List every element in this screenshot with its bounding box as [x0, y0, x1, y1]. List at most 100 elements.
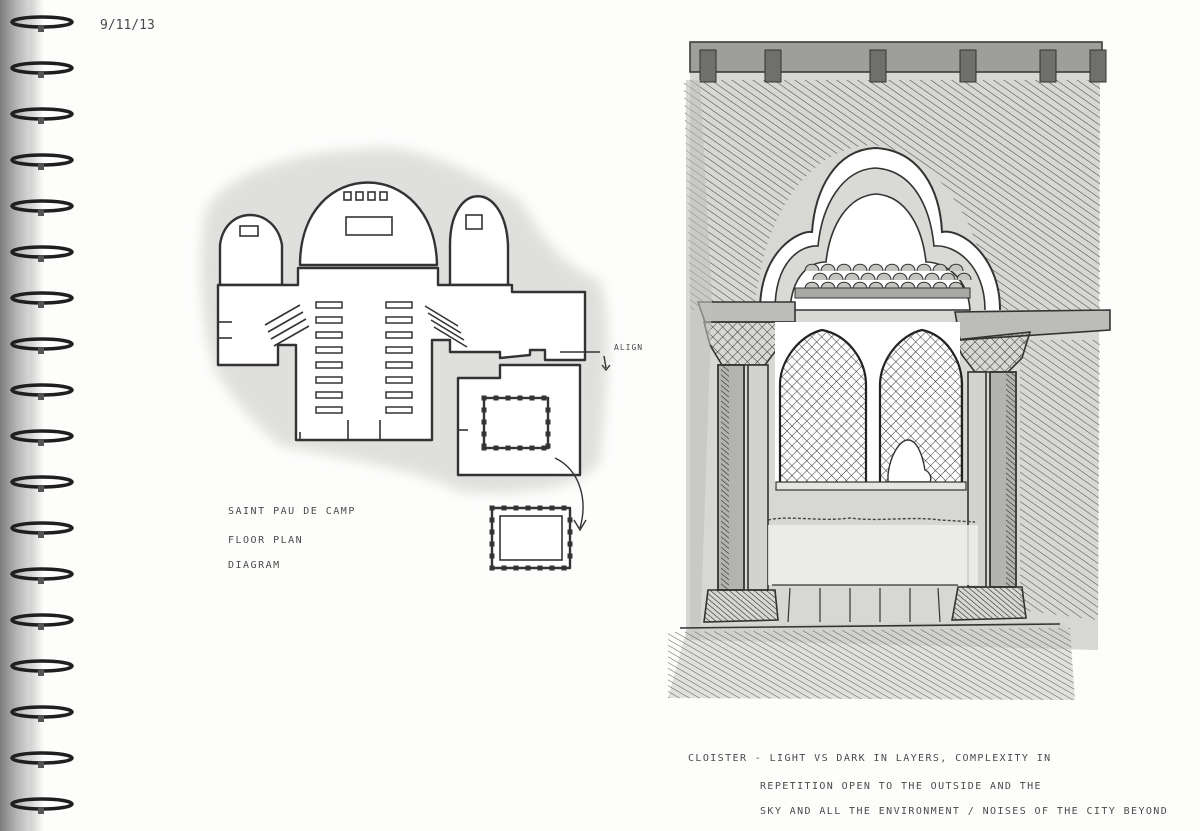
binding-hole [38, 210, 44, 216]
roof-tiles [804, 263, 972, 290]
arcade-pier [513, 565, 519, 571]
roof-tile [932, 263, 948, 272]
left-edge-shadow [686, 80, 712, 640]
binding-hole [38, 72, 44, 78]
pew [315, 376, 343, 384]
roof-tile [908, 272, 924, 281]
pew [315, 346, 343, 354]
binding-hole [38, 624, 44, 630]
pew [315, 361, 343, 369]
roof-tile [868, 263, 884, 272]
arcade-pier [545, 419, 551, 425]
arcade-pier [489, 505, 495, 511]
roof-tile [820, 281, 836, 290]
arcade-pier [501, 505, 507, 511]
arcade-pier [489, 565, 495, 571]
roof-tile [868, 281, 884, 290]
arcade-pier [501, 565, 507, 571]
roof-tile [916, 281, 932, 290]
pew [315, 316, 343, 324]
cornice [689, 41, 1103, 73]
arcade-pier [493, 445, 499, 451]
roof-tile [932, 281, 948, 290]
arcade-pier [505, 445, 511, 451]
arcade-pier [489, 529, 495, 535]
nave-pews [315, 301, 413, 414]
paving-joint [787, 587, 791, 623]
nave-outline [216, 266, 587, 442]
roof-tile [804, 281, 820, 290]
right-wall-hatching [1020, 340, 1100, 620]
cloister-detail-inner [499, 515, 563, 561]
roof-tile [836, 263, 852, 272]
plan-caption-line-1: SAINT PAU DE CAMP [228, 506, 356, 517]
pew [315, 391, 343, 399]
far-lintel [794, 287, 971, 299]
roof-tile [844, 272, 860, 281]
arcade-pier [567, 541, 573, 547]
binding-hole [38, 256, 44, 262]
upper-wall-hatching [684, 80, 1100, 310]
left-apse [218, 213, 284, 287]
pew [385, 376, 413, 384]
cornice-bracket [1089, 49, 1107, 83]
pew [385, 331, 413, 339]
cornice-bracket [869, 49, 887, 83]
cornice-bracket [1039, 49, 1057, 83]
binding-hole [38, 532, 44, 538]
arcade-pier [549, 505, 555, 511]
cloister-arcade-marks [481, 395, 573, 571]
roof-tile [820, 263, 836, 272]
roof-tile [916, 263, 932, 272]
align-arrow-icon [601, 355, 611, 372]
arcade-pier [537, 565, 543, 571]
cloister-detail-square [490, 506, 572, 570]
arcade-pier [481, 419, 487, 425]
binding-hole [38, 348, 44, 354]
binding-hole [38, 670, 44, 676]
window-sill [775, 481, 967, 491]
pew [385, 406, 413, 414]
arcade-pier [545, 407, 551, 413]
roof-tile [948, 263, 964, 272]
arcade-pier [513, 505, 519, 511]
plan-caption-line-3: DIAGRAM [228, 560, 281, 571]
arcade-pier [561, 565, 567, 571]
roof-tile [956, 272, 972, 281]
binding-hole [38, 118, 44, 124]
right-apse [448, 195, 510, 287]
arcade-pier [481, 443, 487, 449]
roof-tile [812, 272, 828, 281]
far-window-left [778, 328, 868, 487]
roof-tile [900, 281, 916, 290]
roof-tile [924, 272, 940, 281]
cloister-caption-line-2: REPETITION OPEN TO THE OUTSIDE AND THE [760, 781, 1042, 792]
plan-caption-line-2: FLOOR PLAN [228, 535, 304, 546]
right-apse-window [465, 214, 483, 230]
binding-hole [38, 716, 44, 722]
roof-tile [892, 272, 908, 281]
garden-hedge [767, 517, 976, 523]
arcade-pier [525, 505, 531, 511]
floor-hatching [668, 628, 1075, 700]
paving-joint [937, 587, 941, 623]
arcade-pier [489, 541, 495, 547]
arcade-pier [545, 431, 551, 437]
floor-line [679, 623, 1061, 629]
arcade-pier [489, 517, 495, 523]
binding-hole [38, 578, 44, 584]
arcade-pier [517, 445, 523, 451]
roof-tile [948, 281, 964, 290]
apse-slot [367, 191, 376, 201]
arcade-pier [481, 395, 487, 401]
arcade-pier [549, 565, 555, 571]
roof-tile [852, 281, 868, 290]
apse-slot [379, 191, 388, 201]
pew [315, 301, 343, 309]
binding-hole [38, 302, 44, 308]
arcade-pier [567, 529, 573, 535]
column-shading [1006, 372, 1015, 587]
arcade-pier [525, 565, 531, 571]
